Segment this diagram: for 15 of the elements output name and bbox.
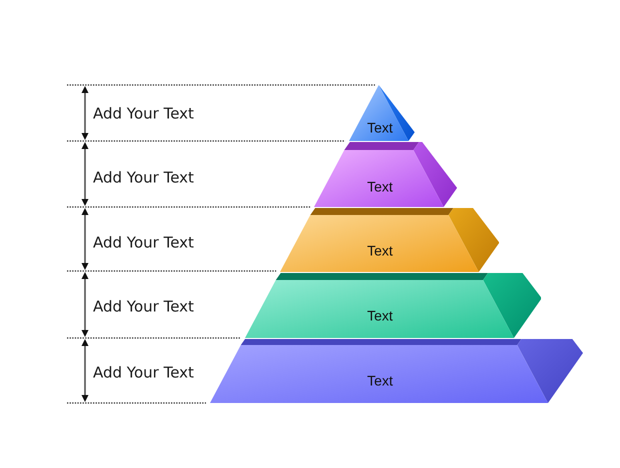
tier-label: Text (367, 243, 393, 259)
tier-label: Text (367, 120, 393, 136)
level-label: Add Your Text (93, 234, 194, 252)
pyramid-tier (349, 85, 415, 141)
pyramid-tier (210, 339, 583, 403)
level-label: Add Your Text (93, 298, 194, 316)
tier-label: Text (367, 179, 393, 195)
level-label: Add Your Text (93, 364, 194, 382)
tier-label: Text (367, 308, 393, 324)
tier-label: Text (367, 373, 393, 389)
pyramid-tier (314, 142, 458, 207)
level-label: Add Your Text (93, 169, 194, 187)
level-label: Add Your Text (93, 105, 194, 123)
pyramid-tier (244, 273, 542, 338)
pyramid-tier (280, 208, 499, 272)
